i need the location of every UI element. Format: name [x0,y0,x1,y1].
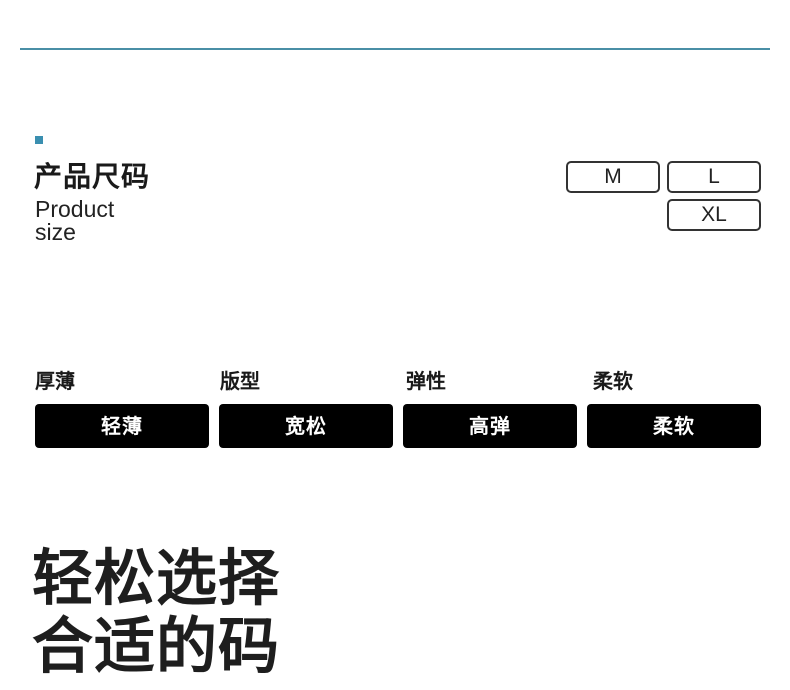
attr-value-fit: 宽松 [219,404,393,448]
size-option-l[interactable]: L [667,161,761,193]
accent-square [35,136,43,144]
attr-label-elasticity: 弹性 [406,369,446,393]
attr-label-thickness: 厚薄 [35,369,75,393]
slogan-line1: 轻松选择 [32,543,281,614]
size-option-xl[interactable]: XL [667,199,761,231]
attr-value-elasticity: 高弹 [403,404,577,448]
slogan-line2: 合适的码 [32,611,281,682]
size-subtitle-line1: Product [35,196,115,222]
attr-value-softness: 柔软 [587,404,761,448]
attr-value-thickness: 轻薄 [35,404,209,448]
top-divider [20,48,770,50]
attr-label-softness: 柔软 [593,369,633,393]
size-option-m[interactable]: M [566,161,660,193]
size-section-title: 产品尺码 [34,160,151,193]
size-section-subtitle: Product size [35,198,114,244]
size-subtitle-line2: size [35,219,76,245]
attr-label-fit: 版型 [220,369,260,393]
slogan-heading: 轻松选择 合适的码 [32,545,280,681]
